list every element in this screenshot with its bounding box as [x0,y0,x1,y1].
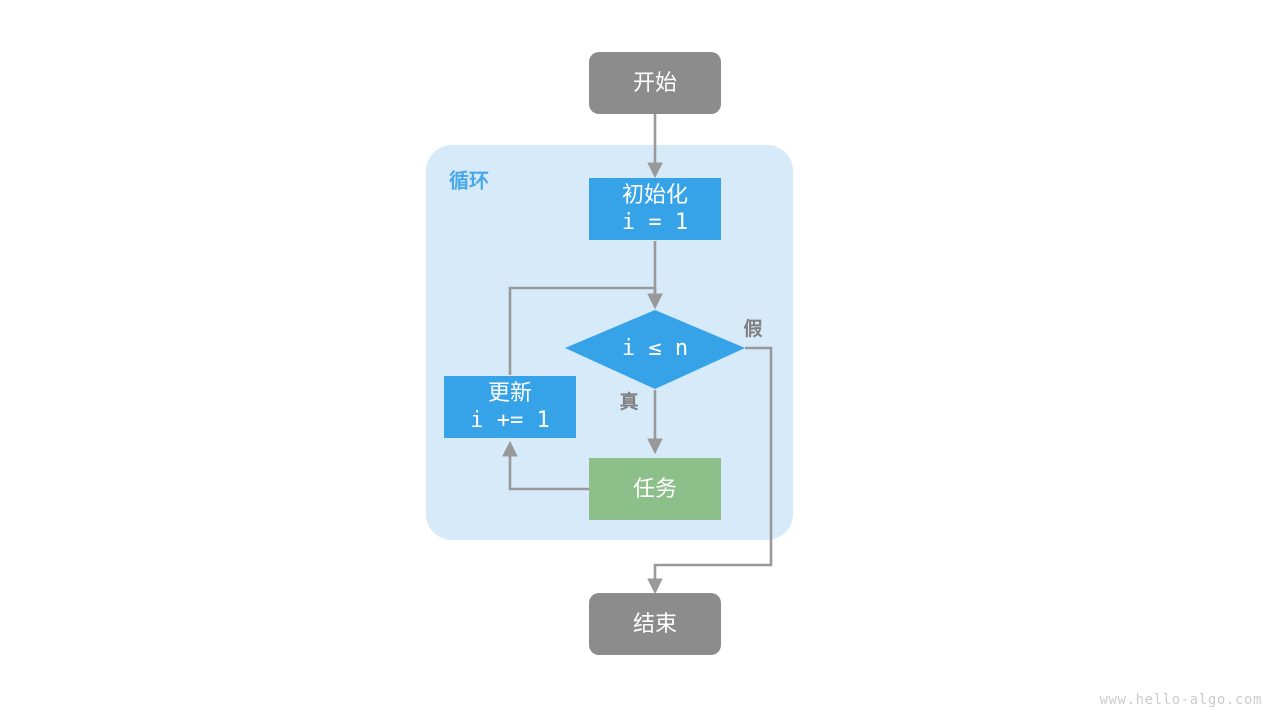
node-update-label-line2: i += 1 [470,408,549,433]
node-task-label: 任务 [633,476,677,501]
node-init-label-line1: 初始化 [622,182,688,207]
node-end-label: 结束 [633,611,677,636]
node-decision-label: i ≤ n [622,336,688,361]
node-task[interactable]: 任务 [589,458,721,520]
node-decision[interactable]: i ≤ n [565,310,745,389]
edge-update-to-decision [508,286,663,375]
edge-task-to-update [502,440,589,491]
loop-group-label: 循环 [449,168,489,192]
edge-decision-false-to-end [647,346,773,595]
node-init-label-line2: i = 1 [622,210,688,235]
edge-label-false: 假 [743,317,762,340]
watermark: www.hello-algo.com [1099,692,1262,708]
node-init[interactable]: 初始化 i = 1 [589,178,721,240]
node-start[interactable]: 开始 [589,52,721,114]
node-update[interactable]: 更新 i += 1 [444,376,576,438]
node-start-label: 开始 [633,70,677,95]
node-update-label-line1: 更新 [488,380,532,405]
edge-label-true: 真 [619,390,638,413]
node-end[interactable]: 结束 [589,593,721,655]
